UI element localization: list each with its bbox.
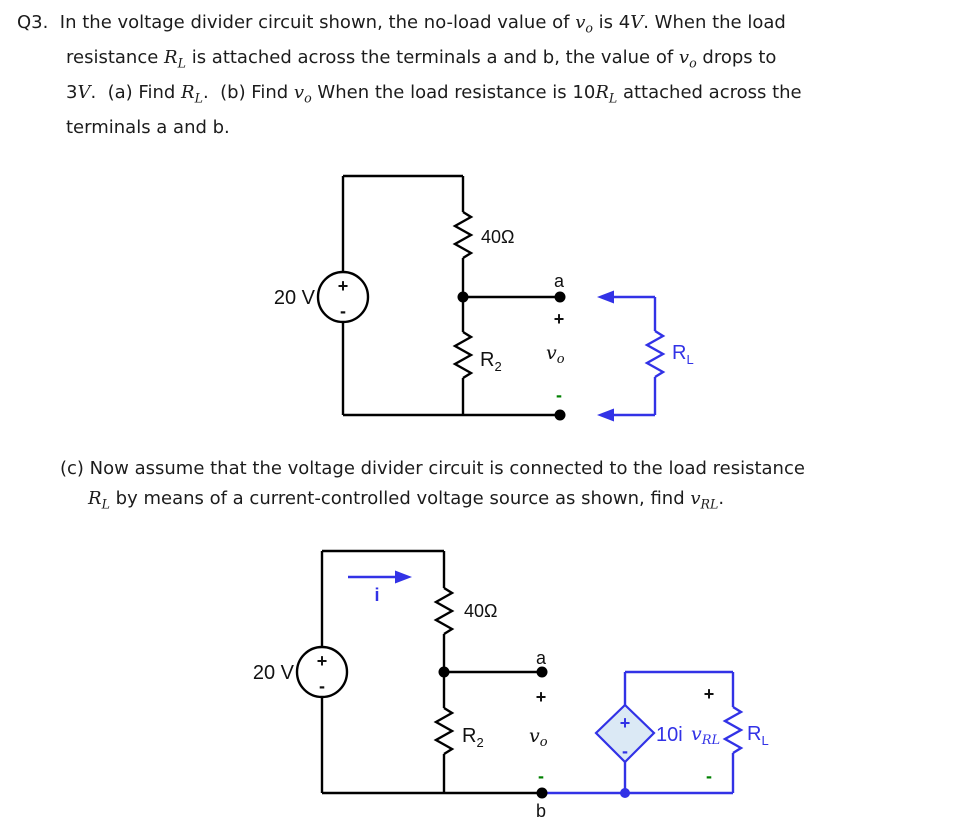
question-line: terminals a and b. — [66, 117, 230, 139]
c1-resistor-r2 — [452, 330, 474, 380]
c2-resistor-rl — [722, 705, 744, 755]
c1-terminal-b-dot — [554, 409, 566, 421]
c1-source-label: 20 V — [274, 287, 316, 309]
c1-r2-label: R2 — [480, 349, 502, 374]
c2-current-arrow — [348, 570, 412, 584]
arrow-left-icon — [597, 290, 614, 304]
c2-rl-plus: + — [704, 684, 715, 704]
c1-resistor-40ohm — [452, 210, 474, 260]
c2-dependent-source — [594, 703, 656, 764]
c2-source-minus: - — [319, 676, 325, 696]
c1-load-branch — [597, 290, 666, 422]
c2-r2-label: R2 — [462, 725, 484, 750]
c2-terminal-b-dot — [536, 787, 548, 799]
c2-rl-minus: - — [706, 766, 712, 786]
c2-resistor-40ohm — [433, 586, 455, 636]
c2-dep-minus: - — [622, 741, 628, 761]
c1-source-plus: + — [338, 276, 349, 296]
question-line: 3V. (a) Find RL. (b) Find vo When the lo… — [66, 82, 802, 106]
question-line: RL by means of a current-controlled volt… — [88, 487, 725, 512]
circuit-2: 20 V + - i 40Ω a + vo - b R2 + - 10i vRL… — [253, 549, 769, 821]
c2-terminal-a-label: a — [536, 648, 547, 668]
c2-terminal-a-dot — [536, 666, 548, 678]
question-line: (c) Now assume that the voltage divider … — [60, 458, 805, 479]
c1-terminal-a-label: a — [554, 271, 565, 291]
c1-voltage-source — [316, 270, 370, 324]
question-line: Q3. In the voltage divider circuit shown… — [17, 12, 786, 36]
c1-wires — [341, 174, 560, 417]
c1-rl-label: RL — [672, 342, 694, 367]
c2-resistor-r2 — [433, 706, 455, 756]
c2-voltage-source — [295, 645, 349, 699]
question-text-c: (c) Now assume that the voltage divider … — [60, 454, 805, 519]
c2-load-loop — [542, 670, 744, 798]
circuit-1: 20 V + - 40Ω a + vo - R2 RL — [274, 174, 694, 422]
c2-rl-label: RL — [747, 723, 769, 748]
c2-junction-dot — [620, 788, 630, 798]
c1-source-minus: - — [340, 301, 346, 321]
c2-vo-label: vo — [529, 725, 548, 750]
c2-node-dot — [438, 666, 450, 678]
c2-vrl-label: vRL — [691, 723, 720, 748]
c2-r1-label: 40Ω — [464, 601, 497, 621]
c1-vo-plus: + — [554, 309, 565, 329]
c2-source-plus: + — [317, 651, 328, 671]
arrow-left-icon — [597, 408, 614, 422]
c2-vo-minus: - — [538, 766, 544, 786]
c1-resistor-rl — [644, 329, 666, 379]
c1-terminal-a-dot — [554, 291, 566, 303]
question-text-ab: Q3. In the voltage divider circuit shown… — [17, 8, 802, 143]
c2-source-label: 20 V — [253, 662, 295, 684]
c1-vo-minus: - — [556, 385, 562, 405]
c1-vo-label: vo — [546, 342, 565, 367]
c2-wires — [320, 549, 542, 795]
arrow-right-icon — [395, 570, 412, 584]
c2-current-label: i — [374, 585, 379, 605]
c2-vo-plus: + — [536, 687, 547, 707]
c1-r1-label: 40Ω — [481, 227, 514, 247]
c1-node-dot — [457, 291, 469, 303]
c2-dep-plus: + — [620, 713, 631, 733]
question-line: resistance RL is attached across the ter… — [66, 47, 777, 71]
c2-dep-gain-label: 10i — [656, 724, 683, 746]
c2-terminal-b-label: b — [536, 801, 546, 821]
